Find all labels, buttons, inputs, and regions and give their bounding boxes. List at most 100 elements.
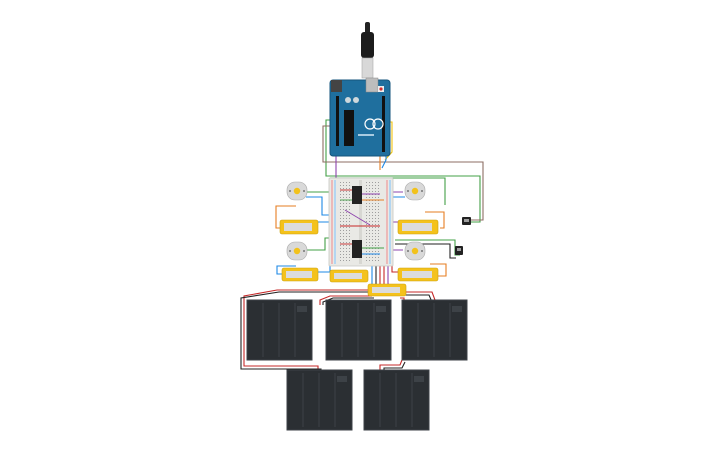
breadboard-hole[interactable] [346,239,347,240]
breadboard-hole[interactable] [366,227,367,228]
breadboard-hole[interactable] [369,203,370,204]
breadboard-hole[interactable] [346,236,347,237]
breadboard-hole[interactable] [369,227,370,228]
breadboard-hole[interactable] [369,182,370,183]
breadboard-hole[interactable] [340,185,341,186]
breadboard-hole[interactable] [343,194,344,195]
breadboard-hole[interactable] [346,260,347,261]
breadboard-hole[interactable] [340,236,341,237]
breadboard-hole[interactable] [378,188,379,189]
jumper-5[interactable] [344,209,371,226]
breadboard-hole[interactable] [340,191,341,192]
breadboard-hole[interactable] [375,209,376,210]
breadboard-hole[interactable] [369,233,370,234]
breadboard-hole[interactable] [366,200,367,201]
breadboard-hole[interactable] [340,260,341,261]
wire-module4-o[interactable] [430,263,447,277]
breadboard-hole[interactable] [366,188,367,189]
breadboard-hole[interactable] [346,254,347,255]
wire-battery-red-a[interactable] [243,289,369,372]
breadboard-hole[interactable] [369,218,370,219]
small-device-1[interactable] [462,217,471,225]
breadboard-hole[interactable] [372,254,373,255]
breadboard-hole[interactable] [343,224,344,225]
breadboard-hole[interactable] [366,239,367,240]
breadboard-hole[interactable] [375,203,376,204]
breadboard-hole[interactable] [343,242,344,243]
breadboard-hole[interactable] [366,215,367,216]
breadboard-hole[interactable] [372,206,373,207]
breadboard-hole[interactable] [346,212,347,213]
arduino-header-left[interactable] [336,96,339,146]
breadboard-hole[interactable] [369,257,370,258]
breadboard-hole[interactable] [343,257,344,258]
breadboard-hole[interactable] [375,215,376,216]
battery-pack-3[interactable] [401,299,468,361]
breadboard-hole[interactable] [375,227,376,228]
arduino-uno-board[interactable] [329,77,391,157]
breadboard-hole[interactable] [346,200,347,201]
breadboard-hole[interactable] [369,221,370,222]
breadboard-hole[interactable] [366,245,367,246]
breadboard-hole[interactable] [378,260,379,261]
breadboard-hole[interactable] [378,239,379,240]
breadboard-hole[interactable] [346,242,347,243]
breadboard-hole[interactable] [375,242,376,243]
breadboard-hole[interactable] [366,191,367,192]
breadboard-hole[interactable] [346,245,347,246]
breadboard-hole[interactable] [378,257,379,258]
battery-pack-2[interactable] [325,299,392,361]
breadboard-hole[interactable] [340,215,341,216]
breadboard-hole[interactable] [369,197,370,198]
breadboard-hole[interactable] [372,185,373,186]
breadboard-hole[interactable] [369,251,370,252]
breadboard-hole[interactable] [349,197,350,198]
breadboard-hole[interactable] [366,230,367,231]
ic-chip-2[interactable] [352,240,362,258]
breadboard-hole[interactable] [343,209,344,210]
breadboard-hole[interactable] [372,257,373,258]
breadboard-hole[interactable] [372,245,373,246]
breadboard-hole[interactable] [349,227,350,228]
breadboard-hole[interactable] [366,182,367,183]
breadboard-hole[interactable] [340,233,341,234]
breadboard-hole[interactable] [349,206,350,207]
breadboard-hole[interactable] [349,245,350,246]
breadboard-hole[interactable] [340,194,341,195]
breadboard-hole[interactable] [349,209,350,210]
breadboard-hole[interactable] [369,191,370,192]
breadboard-hole[interactable] [366,218,367,219]
breadboard-hole[interactable] [372,221,373,222]
breadboard-hole[interactable] [366,206,367,207]
breadboard-hole[interactable] [375,239,376,240]
breadboard-hole[interactable] [340,197,341,198]
breadboard-hole[interactable] [375,248,376,249]
breadboard-hole[interactable] [375,260,376,261]
breadboard-hole[interactable] [366,197,367,198]
breadboard-hole[interactable] [366,224,367,225]
breadboard-hole[interactable] [378,230,379,231]
breadboard-hole[interactable] [375,182,376,183]
breadboard-hole[interactable] [346,227,347,228]
breadboard-hole[interactable] [366,260,367,261]
breadboard-hole[interactable] [378,197,379,198]
breadboard-hole[interactable] [343,200,344,201]
breadboard-hole[interactable] [369,248,370,249]
breadboard-hole[interactable] [340,245,341,246]
wire-module3[interactable] [276,265,296,275]
wire-green-long[interactable] [325,119,481,223]
breadboard-hole[interactable] [349,185,350,186]
breadboard-hole[interactable] [375,245,376,246]
breadboard-hole[interactable] [378,242,379,243]
breadboard-hole[interactable] [369,236,370,237]
breadboard-hole[interactable] [349,248,350,249]
breadboard-hole[interactable] [378,218,379,219]
breadboard-hole[interactable] [369,254,370,255]
breadboard-hole[interactable] [366,233,367,234]
breadboard-hole[interactable] [349,242,350,243]
breadboard-hole[interactable] [375,191,376,192]
power-module[interactable] [367,283,407,297]
breadboard-hole[interactable] [349,239,350,240]
battery-pack-4[interactable] [286,369,353,431]
sensor-module-2[interactable] [397,219,439,235]
